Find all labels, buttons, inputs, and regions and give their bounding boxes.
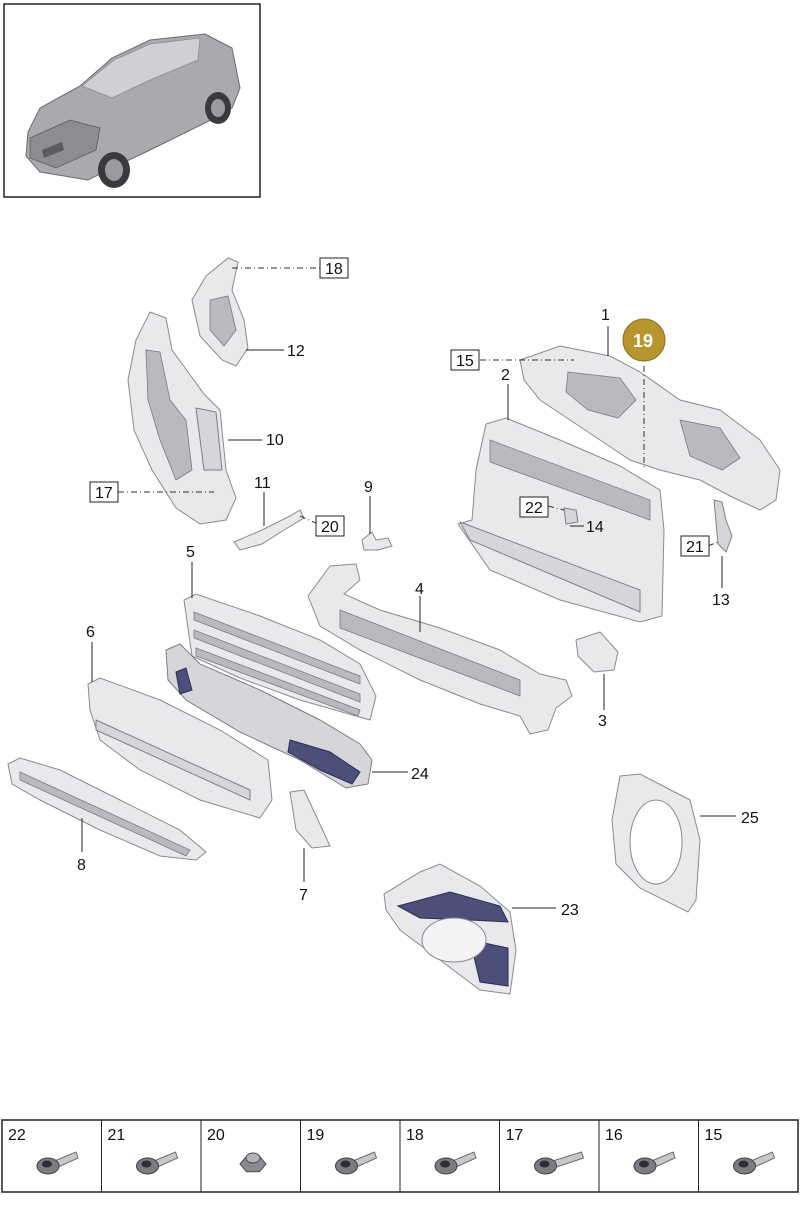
bolt-icon bbox=[633, 1151, 676, 1175]
boxed-callout-20: 20 bbox=[321, 519, 339, 536]
part-11-bracket bbox=[233, 509, 305, 551]
callout-12: 12 bbox=[287, 343, 305, 360]
part-13-bracket bbox=[713, 499, 733, 553]
callout-23: 23 bbox=[561, 902, 579, 919]
vehicle-thumbnail bbox=[3, 3, 261, 198]
callout-9: 9 bbox=[364, 479, 373, 496]
fastener-cell[interactable]: 15 bbox=[705, 1127, 776, 1175]
boxed-callout-21: 21 bbox=[686, 539, 704, 556]
callout-10: 10 bbox=[266, 432, 284, 449]
screw-icon bbox=[534, 1151, 585, 1175]
callout-3: 3 bbox=[598, 713, 607, 730]
callout-6: 6 bbox=[86, 624, 95, 641]
part-10-frame bbox=[127, 311, 237, 525]
fastener-cell[interactable]: 20 bbox=[207, 1127, 267, 1173]
fastener-table: 22 21 20 19 18 17 16 15 bbox=[1, 1119, 799, 1193]
part-5-grille bbox=[183, 593, 377, 721]
part-23-duct bbox=[383, 863, 517, 995]
fastener-number: 16 bbox=[605, 1127, 623, 1144]
leader-lines bbox=[81, 267, 736, 909]
fastener-cell[interactable]: 19 bbox=[307, 1127, 378, 1175]
callout-2: 2 bbox=[501, 367, 510, 384]
callout-labels: 1 2 3 4 5 6 7 8 9 10 11 12 13 14 23 24 2… bbox=[77, 307, 759, 919]
fastener-cell[interactable]: 17 bbox=[506, 1127, 585, 1175]
part-3-bracket bbox=[575, 631, 619, 673]
fastener-number: 18 bbox=[406, 1127, 424, 1144]
fastener-number: 15 bbox=[705, 1127, 723, 1144]
callout-5: 5 bbox=[186, 544, 195, 561]
bolt-icon bbox=[136, 1151, 179, 1175]
part-7-trim bbox=[289, 789, 331, 849]
callout-14: 14 bbox=[586, 519, 604, 536]
part-24-absorber bbox=[165, 643, 373, 789]
bolt-icon bbox=[335, 1151, 378, 1175]
part-1-carrier bbox=[519, 345, 781, 511]
part-25-shroud bbox=[611, 773, 701, 913]
boxed-callout-18: 18 bbox=[325, 261, 343, 278]
fastener-cell[interactable]: 18 bbox=[406, 1127, 477, 1175]
bolt-icon bbox=[434, 1151, 477, 1175]
fastener-number: 20 bbox=[207, 1127, 225, 1144]
callout-7: 7 bbox=[299, 887, 308, 904]
callout-11: 11 bbox=[254, 475, 271, 492]
fastener-number: 22 bbox=[8, 1127, 26, 1144]
callout-1: 1 bbox=[601, 307, 610, 324]
highlight-badge[interactable]: 19 bbox=[622, 318, 666, 362]
callout-8: 8 bbox=[77, 857, 86, 874]
boxed-callouts: 18 15 17 20 22 21 bbox=[89, 257, 710, 557]
fastener-number: 21 bbox=[108, 1127, 126, 1144]
bolt-icon bbox=[733, 1151, 776, 1175]
callout-24: 24 bbox=[411, 766, 429, 783]
fastener-cell[interactable]: 21 bbox=[108, 1127, 179, 1175]
part-6-frame bbox=[87, 677, 273, 819]
fastener-cell[interactable]: 22 bbox=[8, 1127, 79, 1175]
callout-25: 25 bbox=[741, 810, 759, 827]
part-8-trim bbox=[7, 757, 207, 861]
callout-13: 13 bbox=[712, 592, 730, 609]
part-12-bracket bbox=[191, 257, 249, 367]
bolt-icon bbox=[36, 1151, 79, 1175]
part-9-clip bbox=[361, 531, 393, 551]
part-4-bumper bbox=[307, 563, 573, 735]
fastener-cell[interactable]: 16 bbox=[605, 1127, 676, 1175]
part-14-bracket bbox=[563, 507, 579, 525]
nut-icon bbox=[239, 1152, 267, 1173]
highlight-badge-label: 19 bbox=[633, 331, 653, 351]
part-2-panel bbox=[457, 417, 665, 623]
boxed-callout-17: 17 bbox=[95, 485, 113, 502]
boxed-callout-15: 15 bbox=[456, 353, 474, 370]
boxed-callout-22: 22 bbox=[525, 500, 543, 517]
fastener-number: 17 bbox=[506, 1127, 524, 1144]
callout-4: 4 bbox=[415, 581, 424, 598]
fastener-number: 19 bbox=[307, 1127, 325, 1144]
